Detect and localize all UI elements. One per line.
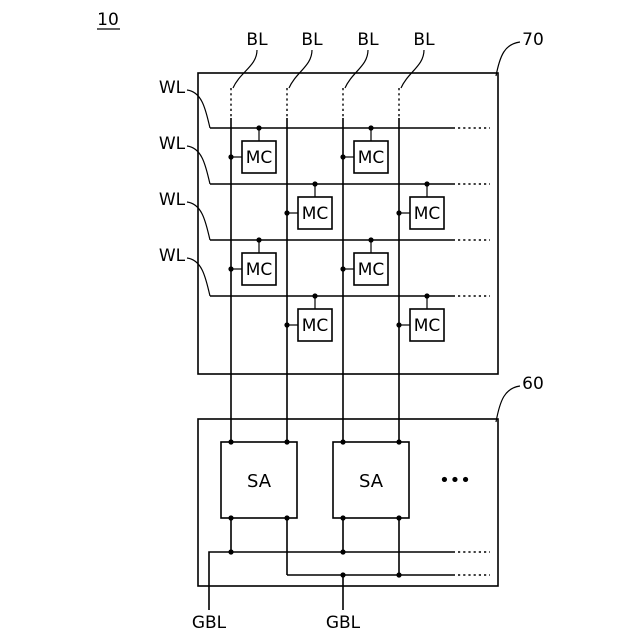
- sense-block-ref: 60: [522, 374, 544, 394]
- memory-cell: MC: [340, 125, 388, 173]
- memory-array-ref-leader: [496, 42, 520, 76]
- word-line-label: WL: [159, 134, 186, 154]
- memory-cell: MC: [228, 125, 276, 173]
- bit-line-leader: [401, 50, 424, 88]
- sense-block-ref-leader: [496, 386, 520, 422]
- memory-cell: MC: [340, 237, 388, 285]
- memory-cell-label: MC: [302, 204, 329, 224]
- bit-line-label: BL: [246, 30, 268, 50]
- global-bit-line-label: GBL: [192, 613, 227, 633]
- more-sense-amps-indicator: •••: [439, 470, 471, 491]
- memory-cell-label: MC: [414, 204, 441, 224]
- bit-line-leader: [233, 50, 257, 88]
- memory-array-frame: [198, 73, 498, 374]
- bit-line-label: BL: [301, 30, 323, 50]
- memory-cell-label: MC: [358, 148, 385, 168]
- word-line-label: WL: [159, 78, 186, 98]
- global-bit-line-label: GBL: [326, 613, 361, 633]
- sense-amplifier-label: SA: [359, 471, 384, 492]
- bit-line-leader: [289, 50, 312, 88]
- figure-number: 10: [97, 10, 119, 30]
- memory-cell: MC: [228, 237, 276, 285]
- memory-cell-label: MC: [246, 148, 273, 168]
- memory-cell-label: MC: [302, 316, 329, 336]
- bit-line-labels: BL BL BL BL: [246, 30, 435, 50]
- memory-cell: MC: [396, 181, 444, 229]
- word-line-label: WL: [159, 190, 186, 210]
- memory-cell: MC: [284, 181, 332, 229]
- memory-cell: MC: [284, 293, 332, 341]
- bit-line-leader: [345, 50, 368, 88]
- bit-line-label: BL: [357, 30, 379, 50]
- memory-cell-label: MC: [414, 316, 441, 336]
- sense-amplifier-label: SA: [247, 471, 272, 492]
- memory-cell-label: MC: [358, 260, 385, 280]
- word-line-label: WL: [159, 246, 186, 266]
- memory-cell-label: MC: [246, 260, 273, 280]
- word-line-labels: WL WL WL WL: [159, 78, 186, 266]
- memory-cell: MC: [396, 293, 444, 341]
- bit-line-label: BL: [413, 30, 435, 50]
- global-bit-line: [209, 552, 455, 610]
- memory-array-ref: 70: [522, 30, 544, 50]
